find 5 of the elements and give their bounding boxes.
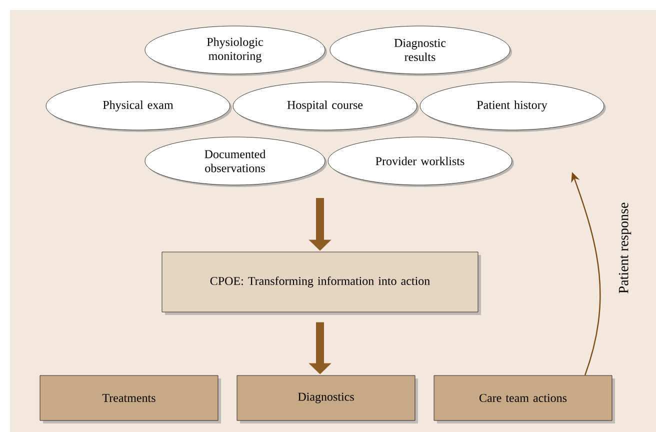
process-box: CPOE: Transforming information into action (162, 252, 481, 315)
edge-label: Patient response (618, 202, 632, 294)
action-box: Care team actions (434, 375, 615, 424)
action-box: Diagnostics (236, 375, 418, 424)
action-box: Treatments (40, 375, 221, 424)
